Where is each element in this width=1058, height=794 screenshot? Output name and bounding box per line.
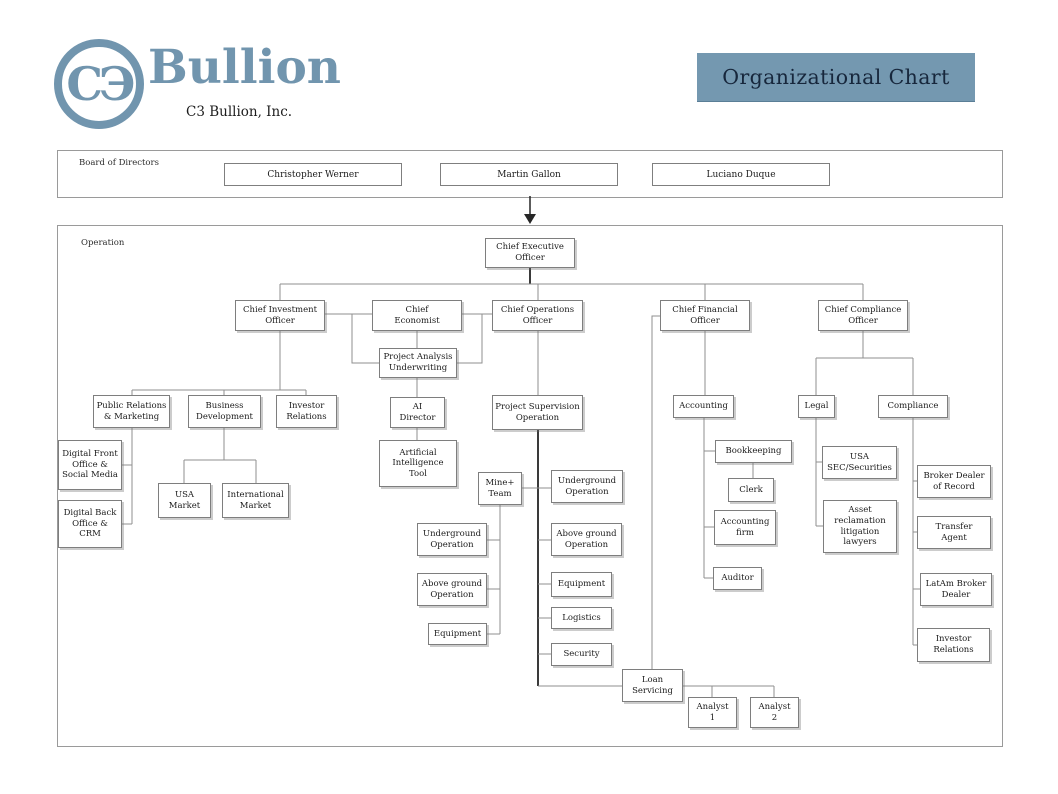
org-node-digital-back-office: Digital Back Office & CRM xyxy=(58,500,122,548)
board-arrow-head-icon xyxy=(524,214,536,224)
org-node-bookkeeping: Bookkeeping xyxy=(715,440,792,463)
org-node-accounting: Accounting xyxy=(673,395,734,418)
org-node-chief-financial-officer: Chief Financial Officer xyxy=(660,300,750,331)
org-node-accounting-firm: Accounting firm xyxy=(714,510,776,545)
org-node-project-supervision-operation: Project Supervision Operation xyxy=(492,395,583,430)
org-node-underground-operation-pso: Underground Operation xyxy=(551,470,623,503)
org-node-equipment-pso: Equipment xyxy=(551,572,612,597)
org-node-clerk: Clerk xyxy=(728,478,774,502)
org-node-latam-broker-dealer: LatAm Broker Dealer xyxy=(920,573,992,606)
org-node-legal: Legal xyxy=(798,395,835,418)
org-node-chief-operations-officer: Chief Operations Officer xyxy=(492,300,583,331)
org-node-logistics: Logistics xyxy=(551,607,612,629)
org-node-ai-director: AI Director xyxy=(390,397,445,428)
org-node-underground-operation-mine: Underground Operation xyxy=(417,523,487,556)
org-node-investor-relations-compliance: Investor Relations xyxy=(917,628,990,662)
operation-section: Operation xyxy=(57,225,1003,747)
board-member-martin-gallon: Martin Gallon xyxy=(440,163,618,186)
org-node-auditor: Auditor xyxy=(713,567,762,590)
org-node-analyst-1: Analyst 1 xyxy=(688,697,737,728)
org-node-broker-dealer-of-record: Broker Dealer of Record xyxy=(917,465,991,498)
company-name: C3 Bullion, Inc. xyxy=(186,104,293,120)
org-node-international-market: International Market xyxy=(222,483,289,518)
org-node-digital-front-office: Digital Front Office & Social Media xyxy=(58,440,122,490)
org-node-usa-market: USA Market xyxy=(158,483,211,518)
page-title: Organizational Chart xyxy=(697,53,975,101)
svg-text:CЭ: CЭ xyxy=(66,57,134,111)
org-node-compliance: Compliance xyxy=(878,395,948,418)
org-node-investor-relations: Investor Relations xyxy=(276,395,337,428)
board-member-luciano-duque: Luciano Duque xyxy=(652,163,830,186)
org-node-equipment-mine: Equipment xyxy=(428,623,487,645)
operation-section-label: Operation xyxy=(81,238,125,248)
org-node-project-analysis-underwriting: Project Analysis Underwriting xyxy=(379,348,457,378)
org-node-mine-team: Mine+ Team xyxy=(478,472,522,505)
org-node-artificial-intelligence-tool: Artificial Intelligence Tool xyxy=(379,440,457,487)
org-node-security: Security xyxy=(551,643,612,666)
org-node-chief-executive-officer: Chief Executive Officer xyxy=(485,238,575,268)
org-node-chief-compliance-officer: Chief Compliance Officer xyxy=(818,300,908,331)
board-member-christopher-werner: Christopher Werner xyxy=(224,163,402,186)
board-section-label: Board of Directors xyxy=(79,158,159,168)
org-node-above-ground-operation-pso: Above ground Operation xyxy=(551,523,622,556)
c3-bullion-logo: CЭ xyxy=(53,38,145,130)
org-node-public-relations-marketing: Public Relations & Marketing xyxy=(93,395,170,428)
org-node-above-ground-operation-mine: Above ground Operation xyxy=(417,573,487,606)
org-node-analyst-2: Analyst 2 xyxy=(750,697,799,728)
logo-monogram-icon: CЭ xyxy=(54,39,144,129)
org-node-business-development: Business Development xyxy=(188,395,261,428)
org-node-loan-servicing: Loan Servicing xyxy=(622,669,683,702)
org-node-usa-sec-securities: USA SEC/Securities xyxy=(822,446,897,479)
org-node-chief-investment-officer: Chief Investment Officer xyxy=(235,300,325,331)
org-node-chief-economist: Chief Economist xyxy=(372,300,462,331)
org-node-transfer-agent: Transfer Agent xyxy=(917,516,991,549)
org-node-asset-reclamation-lawyers: Asset reclamation litigation lawyers xyxy=(823,500,897,553)
brand-name: Bullion xyxy=(148,40,341,95)
